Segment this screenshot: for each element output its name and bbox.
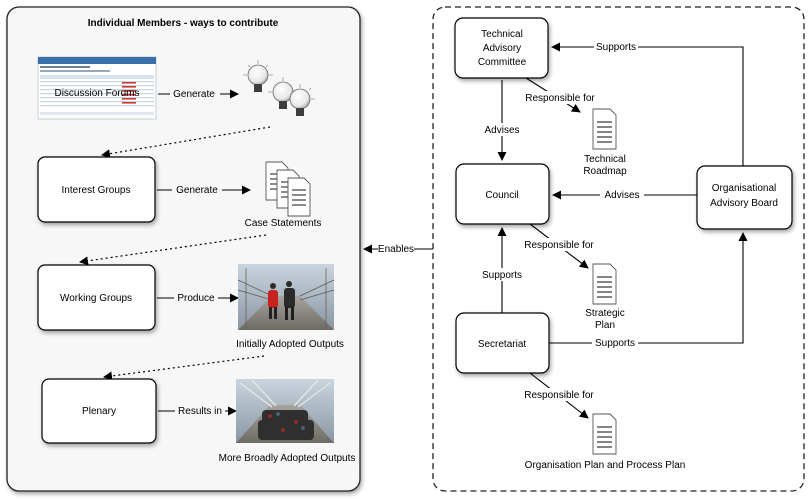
case-statements-icon	[265, 161, 311, 217]
enables-label: Enables	[378, 244, 414, 255]
produce-label: Produce	[177, 293, 215, 304]
plenary-box[interactable]	[41, 378, 157, 444]
strategic-line-2: Plan	[595, 320, 615, 331]
strategic-line-1: Strategic	[585, 308, 624, 319]
advises-tac-label: Advises	[484, 125, 519, 136]
dotted-arrow-3	[103, 355, 265, 381]
responsible-label-1: Responsible for	[525, 93, 595, 104]
results-in-label: Results in	[178, 406, 222, 417]
supports-top-label: Supports	[596, 42, 636, 53]
roadmap-line-1: Technical	[584, 154, 626, 165]
organisation-plan-doc-icon	[592, 413, 617, 455]
strategic-plan-doc-icon	[592, 263, 617, 305]
interest-groups-box[interactable]	[37, 156, 156, 223]
working-groups-label: Working Groups	[60, 293, 132, 304]
forum-header-bar	[38, 57, 156, 64]
technical-roadmap-doc-icon	[592, 108, 617, 150]
interest-groups-label: Interest Groups	[62, 185, 131, 196]
left-panel-frame	[6, 6, 361, 492]
broadly-adopted-label: More Broadly Adopted Outputs	[219, 453, 356, 464]
working-groups-box[interactable]	[37, 264, 156, 331]
supports-oab-label: Supports	[595, 338, 635, 349]
walkers-photo	[237, 264, 335, 330]
forum-screenshot: Discussion Forums	[37, 56, 157, 120]
responsible-label-3: Responsible for	[524, 390, 594, 401]
tac-line-3: Committee	[478, 57, 527, 68]
secretariat-label: Secretariat	[478, 339, 527, 350]
tac-line-1: Technical	[481, 29, 523, 40]
generate-label-1: Generate	[173, 89, 215, 100]
council-box[interactable]	[455, 163, 550, 225]
right-panel-frame	[432, 6, 805, 492]
forum-label: Discussion Forums	[54, 88, 139, 99]
red-coat-walker	[268, 290, 278, 308]
lightbulbs-icon	[243, 60, 315, 116]
oab-line-1: Organisational	[712, 183, 776, 194]
dotted-arrow-2	[79, 234, 267, 266]
technical-advisory-committee-box[interactable]	[454, 17, 549, 79]
organisational-advisory-board-box[interactable]	[696, 165, 793, 230]
plenary-label: Plenary	[82, 406, 116, 417]
dotted-arrow-1	[101, 126, 271, 159]
left-panel: Individual Members - ways to contribute	[6, 6, 361, 492]
initially-adopted-label: Initially Adopted Outputs	[236, 339, 344, 350]
left-panel-title: Individual Members - ways to contribute	[88, 18, 279, 29]
crowd-photo	[236, 379, 334, 443]
council-label: Council	[485, 190, 518, 201]
tac-line-2: Advisory	[483, 43, 521, 54]
org-plan-label: Organisation Plan and Process Plan	[525, 460, 686, 471]
case-statements-label: Case Statements	[245, 218, 322, 229]
roadmap-line-2: Roadmap	[583, 166, 627, 177]
responsible-label-2: Responsible for	[524, 240, 594, 251]
right-panel: Technical Advisory Committee Council Sec…	[432, 6, 805, 492]
advises-oab-label: Advises	[604, 190, 639, 201]
oab-line-2: Advisory Board	[710, 198, 778, 209]
generate-label-2: Generate	[176, 185, 218, 196]
supports-sec-label: Supports	[482, 270, 522, 281]
